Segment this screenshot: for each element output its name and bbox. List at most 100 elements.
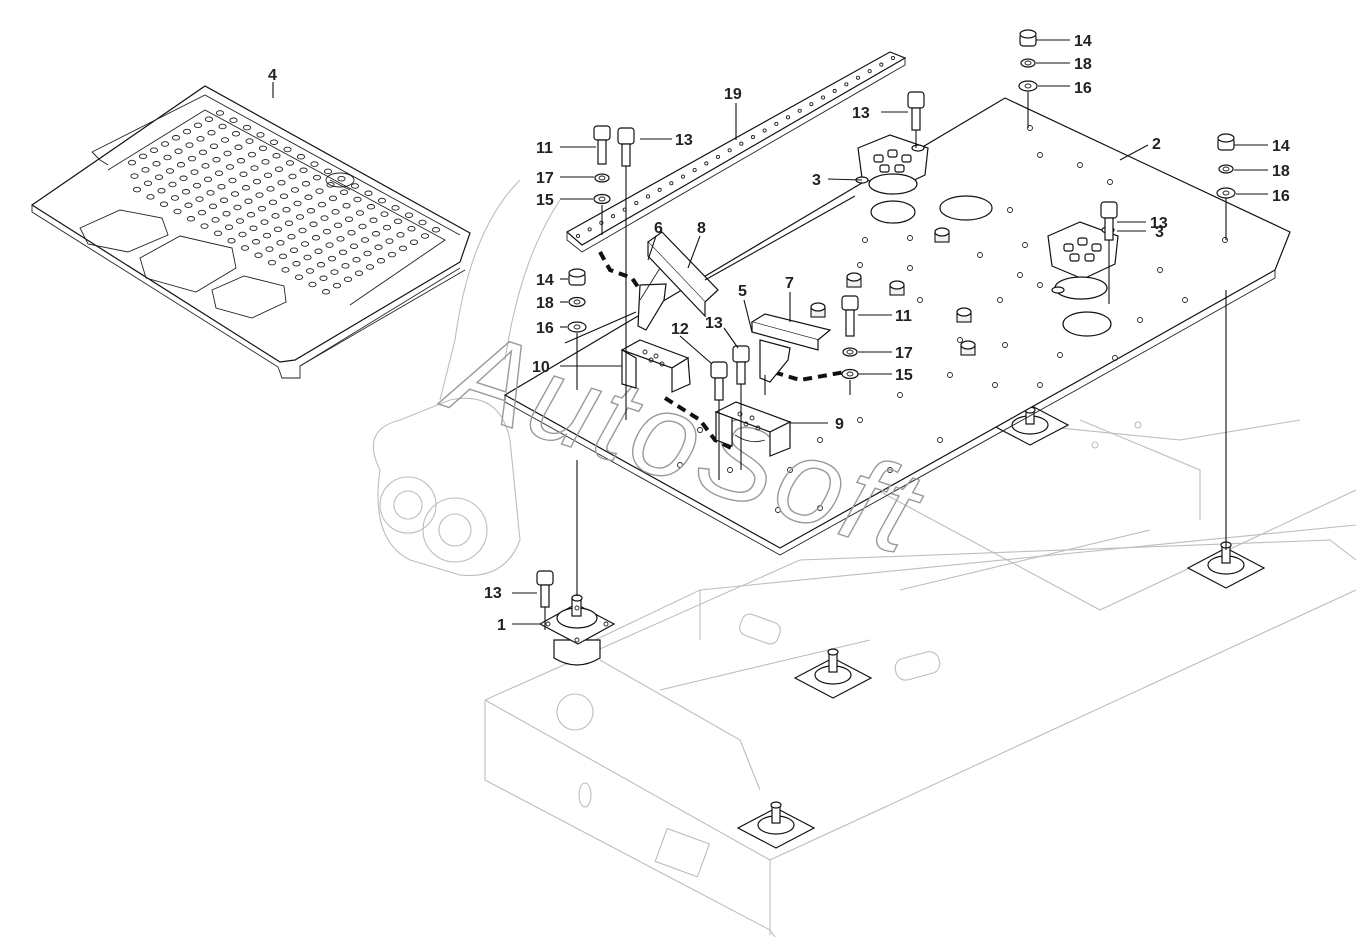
- washer-18-right: [1218, 164, 1234, 174]
- mat-perforation: [165, 168, 175, 174]
- mat-perforation: [330, 269, 339, 275]
- mat-perforation: [283, 146, 292, 153]
- callout-13-upper-plate: 13: [852, 105, 870, 122]
- callout-13-middle: 13: [705, 315, 723, 332]
- mat-perforation: [319, 275, 328, 282]
- washer-15-left: [593, 193, 611, 205]
- mat-perforation: [170, 195, 180, 201]
- floor-mat: [30, 85, 471, 379]
- floor-plate: [503, 97, 1291, 556]
- mat-perforation: [341, 263, 350, 269]
- callout-16-top: 16: [1074, 80, 1092, 97]
- mat-perforation: [127, 159, 137, 166]
- washer-17-left: [594, 173, 610, 183]
- mat-perforation: [380, 211, 389, 217]
- seal-strip-hole: [599, 220, 604, 225]
- callout-9: 9: [835, 416, 844, 433]
- mat-perforation: [355, 210, 365, 216]
- callout-12: 12: [671, 321, 689, 338]
- callout-13-top-left: 13: [675, 132, 693, 149]
- seal-strip-hole: [762, 128, 767, 133]
- washer-18-top: [1020, 58, 1036, 68]
- seal-strip-hole: [879, 62, 884, 67]
- mat-perforation: [296, 154, 306, 160]
- bolt-13-middle: [732, 345, 750, 385]
- mat-perforation: [236, 158, 246, 164]
- mat-perforation: [143, 180, 153, 187]
- mat-perforation: [323, 168, 333, 175]
- mat-perforation: [301, 181, 311, 187]
- callout-11-right: 11: [895, 308, 912, 325]
- mat-perforation: [152, 160, 161, 167]
- mat-perforation: [292, 260, 301, 267]
- callout-7: 7: [785, 275, 794, 292]
- washer-16-right: [1216, 187, 1236, 199]
- mat-perforation: [331, 209, 340, 215]
- mat-perforation: [281, 267, 290, 273]
- seal-strip-hole: [844, 82, 849, 87]
- mat-perforation: [387, 251, 397, 258]
- seal-strip-hole: [855, 75, 861, 80]
- callout-17-right: 17: [895, 345, 913, 362]
- mat-perforation: [272, 152, 281, 159]
- mat-perforation: [371, 231, 381, 237]
- mat-perforation: [304, 194, 313, 201]
- mat-perforation: [227, 237, 236, 244]
- mat-perforation: [186, 216, 196, 222]
- bracket-right: [714, 401, 792, 457]
- mat-perforation: [211, 217, 220, 223]
- mat-perforation: [130, 173, 139, 179]
- washer-16-left: [567, 321, 587, 333]
- mat-perforation: [179, 175, 188, 182]
- mat-perforation: [396, 232, 405, 238]
- pedal-mount-plate-lower: [1047, 221, 1119, 300]
- mat-perforation: [254, 252, 263, 259]
- pedal-mount-plate-upper: [855, 134, 929, 195]
- callout-19: 19: [724, 86, 742, 103]
- mat-perforation: [391, 205, 400, 211]
- callout-16-right: 16: [1272, 188, 1290, 205]
- mat-perforation: [299, 167, 308, 174]
- centerline-dash-3: [663, 396, 736, 452]
- frame-mount-center: [793, 648, 873, 699]
- mat-perforation: [289, 247, 299, 253]
- mat-perforation: [326, 182, 335, 188]
- mat-perforation: [353, 196, 362, 203]
- callout-18-left: 18: [536, 295, 554, 312]
- mat-perforation: [352, 256, 361, 263]
- mat-perforation: [312, 174, 322, 181]
- pedal-left: [637, 231, 719, 331]
- mat-perforation: [298, 227, 307, 234]
- bolt-11-top-left: [593, 125, 611, 165]
- mat-perforation: [342, 202, 351, 209]
- mat-perforation: [192, 182, 202, 189]
- callout-18-right: 18: [1272, 163, 1290, 180]
- mat-perforation: [309, 221, 318, 228]
- mat-perforation: [317, 201, 327, 208]
- mat-perforation: [184, 202, 193, 209]
- mat-perforation: [174, 148, 183, 155]
- mat-perforation: [322, 228, 332, 235]
- callout-15-left: 15: [536, 192, 554, 209]
- mat-perforation: [327, 255, 337, 262]
- callout-1: 1: [497, 617, 506, 634]
- bolt-13-mount: [536, 570, 554, 608]
- seal-strip-hole: [727, 148, 732, 153]
- seal-strip-hole: [832, 88, 837, 94]
- mat-perforation: [290, 187, 300, 193]
- mat-perforation: [213, 230, 223, 237]
- mat-perforation: [350, 183, 360, 189]
- mat-perforation: [268, 199, 278, 206]
- mat-perforation: [207, 129, 216, 136]
- bolt-13-upper-plate: [907, 91, 925, 131]
- callout-16-left: 16: [536, 320, 554, 337]
- mat-perforation: [311, 235, 321, 241]
- seal-strip-hole: [587, 227, 592, 232]
- mat-perforation: [332, 282, 342, 289]
- callout-labels: 1 2 3 3 4 5 6 7 8 9 10 11 11 12 13 13 13…: [268, 33, 1290, 634]
- assembly-lines: [544, 92, 1227, 630]
- mat-perforation: [314, 248, 323, 255]
- mat-perforation: [187, 155, 197, 162]
- mat-perforation: [277, 179, 286, 186]
